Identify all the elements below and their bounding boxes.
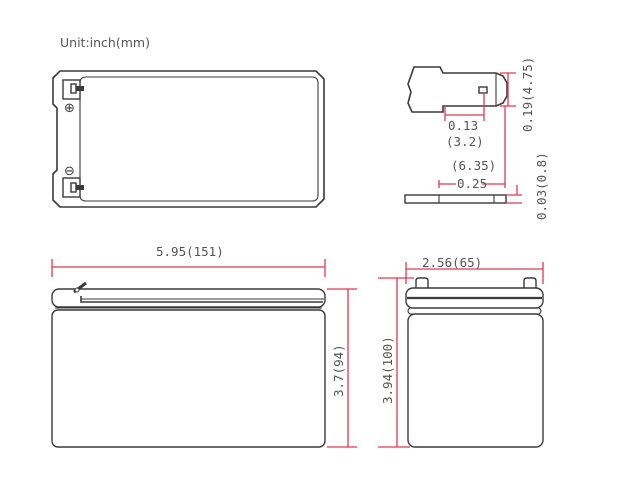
side-view-case <box>407 313 544 448</box>
negative-terminal-bolt <box>76 185 84 190</box>
hole-offset-mm-label: (3.2) <box>446 134 484 149</box>
side-view-lid-lip <box>407 307 542 315</box>
terminal-profile-outline <box>407 66 508 113</box>
side-height-label: 3.94(100) <box>380 336 395 404</box>
positive-terminal-bolt <box>76 86 84 91</box>
terminal-width-mm-label: (6.35) <box>451 158 496 173</box>
top-view-outer-outline <box>52 70 325 208</box>
side-width-dimension-line <box>405 262 544 284</box>
negative-terminal <box>62 177 84 198</box>
positive-terminal <box>62 79 84 100</box>
terminal-detail-view: 0.13 (3.2) 0.19(4.75) (6.35) 0.25 0.03(0… <box>404 57 549 220</box>
terminal-hole <box>478 86 488 94</box>
side-height-dimension-line <box>378 277 414 448</box>
length-dimension-line <box>51 259 326 277</box>
front-view: 5.95(151) 3.7(94) <box>51 244 357 448</box>
side-view: 2.56(65) 3.94(100) <box>378 255 544 448</box>
front-view-terminal-hole <box>74 287 80 293</box>
side-view-terminal-left <box>415 277 429 288</box>
side-view-terminal-right <box>523 277 537 288</box>
terminal-plate-profile <box>404 194 507 204</box>
terminal-width-label: 0.25 <box>457 176 487 191</box>
negative-terminal-tab <box>70 182 77 193</box>
side-width-label: 2.56(65) <box>422 255 482 270</box>
hole-offset-label: 0.13 <box>448 118 478 133</box>
terminal-height-label: 0.19(4.75) <box>520 57 535 132</box>
terminal-width-dimension-line <box>438 180 505 188</box>
terminal-thickness-label: 0.03(0.8) <box>534 152 549 220</box>
negative-symbol-icon: ⊖ <box>64 164 75 179</box>
hole-offset-dimension-line <box>444 93 485 121</box>
front-view-lid-groove <box>80 296 323 303</box>
terminal-height-dimension-line <box>500 72 516 107</box>
front-view-lid <box>51 288 326 308</box>
top-view-inner-outline <box>79 76 319 202</box>
positive-symbol-icon: ⊕ <box>64 101 75 116</box>
unit-label: Unit:inch(mm) <box>60 35 150 50</box>
top-view: ⊕ ⊖ <box>52 70 325 208</box>
positive-terminal-tab <box>70 83 77 94</box>
front-height-label: 3.7(94) <box>331 344 346 397</box>
terminal-thickness-dimension-line <box>506 185 522 204</box>
length-label: 5.95(151) <box>156 244 224 259</box>
front-height-dimension-line <box>327 288 357 448</box>
front-view-case <box>51 309 326 448</box>
